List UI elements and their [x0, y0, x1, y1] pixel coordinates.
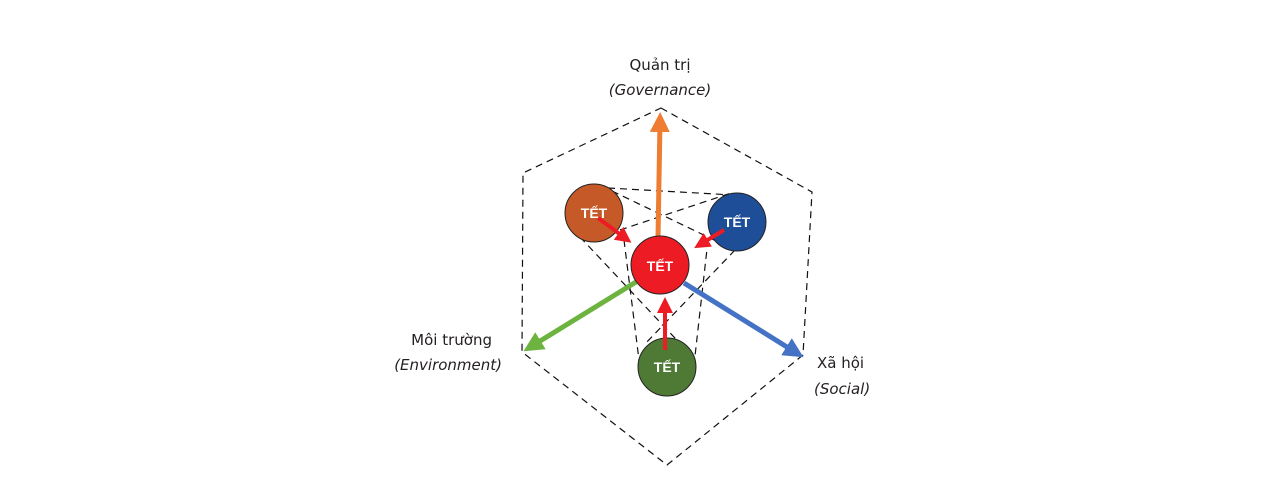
- node-center-label: TẾT: [647, 258, 674, 274]
- governance-label: Quản trị: [630, 56, 691, 74]
- governance-arrow: [649, 112, 670, 239]
- social-label: Xã hội: [817, 354, 864, 372]
- node-governance-label: TẾT: [581, 205, 608, 221]
- environment-arrow: [523, 279, 638, 352]
- inflow-arrow-governance: [596, 216, 632, 243]
- environment-label: Môi trường: [411, 331, 492, 349]
- social-arrow: [682, 280, 804, 358]
- social-sublabel: (Social): [814, 380, 870, 398]
- node-governance: TẾT: [564, 183, 624, 243]
- node-center: TẾT: [630, 235, 690, 295]
- governance-sublabel: (Governance): [609, 81, 711, 99]
- inflow-arrow-social: [694, 228, 726, 249]
- node-social: TẾT: [707, 192, 767, 252]
- environment-sublabel: (Environment): [394, 356, 502, 374]
- node-environment-label: TẾT: [654, 359, 681, 375]
- hexagon-outline: [521, 107, 813, 466]
- node-social-label: TẾT: [724, 214, 751, 230]
- node-environment: TẾT: [637, 337, 697, 397]
